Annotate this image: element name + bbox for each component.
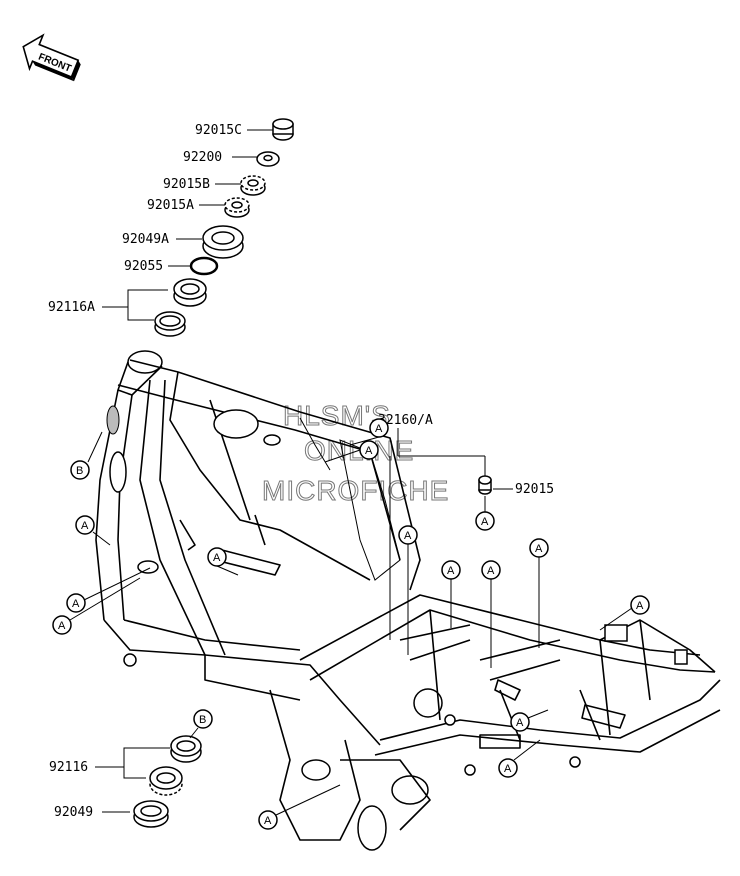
callout-letter: A — [535, 543, 543, 555]
nut-icon — [272, 118, 294, 141]
bearing-cage-icon — [149, 766, 183, 796]
callout-letter: B — [199, 714, 206, 726]
watermark-line-3: MICROFICHE — [262, 475, 449, 506]
callout-a: A — [498, 739, 541, 778]
seal-icon — [202, 225, 244, 259]
callout-letter: A — [504, 763, 512, 775]
castle-nut-icon — [224, 197, 250, 218]
lower-steering-parts: 92116 92049 — [49, 735, 202, 828]
part-number-92015b[interactable]: 92015B — [163, 177, 210, 192]
part-number-92015[interactable]: 92015 — [515, 482, 554, 497]
steering-parts: 92015C 92200 92015B 92015A — [48, 118, 294, 337]
callout-a: A — [599, 595, 650, 631]
part-number-92116[interactable]: 92116 — [49, 760, 88, 775]
callout-a: A — [349, 418, 389, 446]
front-arrow: FRONT — [22, 33, 81, 82]
callout-b: B — [189, 709, 213, 739]
part-number-92015c[interactable]: 92015C — [195, 123, 242, 138]
bearing-race-icon — [154, 311, 186, 337]
o-ring-icon — [189, 256, 219, 276]
bearing-icon — [173, 278, 207, 307]
callout-letter: A — [365, 445, 373, 457]
callout-a: A — [398, 525, 418, 655]
callout-letter: A — [404, 530, 412, 542]
callout-letter: A — [481, 516, 489, 528]
callout-a: A — [510, 709, 549, 732]
part-number-92200[interactable]: 92200 — [183, 150, 222, 165]
callout-letter: A — [264, 815, 272, 827]
part-number-92049a[interactable]: 92049A — [122, 232, 169, 247]
part-number-32160[interactable]: 32160/A — [378, 413, 433, 428]
callout-letter: A — [636, 600, 644, 612]
callout-a: A — [258, 784, 341, 830]
motorcycle-frame — [95, 350, 721, 851]
callout-b: B — [70, 431, 103, 480]
bearing-icon — [170, 735, 202, 763]
callout-letter: A — [213, 552, 221, 564]
washer-icon — [256, 151, 280, 167]
part-number-92015a[interactable]: 92015A — [147, 198, 194, 213]
callout-a: A — [529, 538, 549, 648]
callout-letter: A — [375, 423, 383, 435]
part-number-92055[interactable]: 92055 — [124, 259, 163, 274]
callout-letter: A — [81, 520, 89, 532]
callout-a: A — [207, 547, 239, 576]
callout-a: A — [475, 511, 495, 531]
callout-a: A — [75, 515, 111, 546]
callout-letter: A — [487, 565, 495, 577]
callout-letter: A — [58, 620, 66, 632]
callout-a: A — [66, 567, 151, 613]
callout-a: A — [324, 440, 379, 463]
callout-letter: A — [72, 598, 80, 610]
castle-nut-icon — [240, 175, 266, 196]
callouts: B B A A A A A — [52, 418, 650, 830]
callout-a: A — [52, 577, 141, 635]
part-number-92116a[interactable]: 92116A — [48, 300, 95, 315]
bracket-bolt-group: 32160/A 92015 — [378, 413, 554, 640]
bolt-icon — [478, 475, 492, 495]
callout-letter: A — [516, 717, 524, 729]
callout-a: A — [441, 560, 461, 628]
callout-letter: A — [447, 565, 455, 577]
seal-icon — [133, 800, 169, 828]
callout-a: A — [481, 560, 501, 668]
part-number-92049[interactable]: 92049 — [54, 805, 93, 820]
callout-letter: B — [76, 465, 83, 477]
